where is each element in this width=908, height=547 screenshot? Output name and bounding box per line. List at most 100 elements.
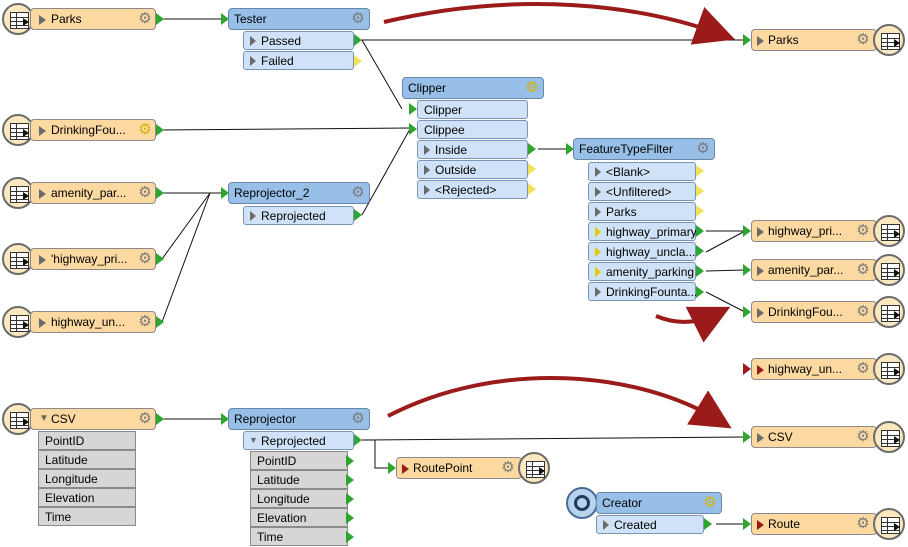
port-failed[interactable]: Failed <box>243 51 354 70</box>
writer-table-icon[interactable] <box>518 452 550 484</box>
gear-icon[interactable]: ⚙ <box>138 250 152 267</box>
expand-triangle-icon[interactable] <box>595 167 601 177</box>
input-port[interactable] <box>409 123 417 135</box>
output-port-unconnected[interactable] <box>354 55 362 67</box>
gear-icon[interactable]: ⚙ <box>856 261 870 278</box>
writer-route[interactable]: Route ⚙ <box>751 513 877 535</box>
output-port[interactable] <box>156 13 164 25</box>
reader-table-icon[interactable] <box>2 177 34 209</box>
gear-icon[interactable]: ⚙ <box>703 494 717 511</box>
expand-triangle-icon[interactable] <box>250 36 256 46</box>
output-port-unconnected[interactable] <box>528 163 536 175</box>
reader-drinking-fountains[interactable]: DrinkingFou... ⚙ <box>30 119 156 141</box>
output-port[interactable] <box>156 253 164 265</box>
expand-triangle-icon[interactable] <box>595 247 601 257</box>
output-port[interactable] <box>156 316 164 328</box>
output-port[interactable] <box>346 512 354 524</box>
port-created[interactable]: Created <box>596 515 704 534</box>
clipper-transformer[interactable]: Clipper ⚙ <box>402 77 544 99</box>
gear-icon[interactable]: ⚙ <box>525 79 539 96</box>
expand-triangle-icon[interactable] <box>424 145 430 155</box>
reader-amenity-parking[interactable]: amenity_par... ⚙ <box>30 182 156 204</box>
expand-triangle-icon[interactable] <box>603 520 609 530</box>
output-port[interactable] <box>696 286 704 298</box>
input-port[interactable] <box>743 34 751 46</box>
port-drinking-fountains[interactable]: DrinkingFounta... <box>588 282 697 301</box>
writer-table-icon[interactable] <box>873 421 905 453</box>
gear-icon[interactable]: ⚙ <box>351 10 365 27</box>
input-port[interactable] <box>743 264 751 276</box>
reader-parks[interactable]: Parks ⚙ <box>30 8 156 30</box>
input-port[interactable] <box>388 462 396 474</box>
reprojector-2-transformer[interactable]: Reprojector_2 ⚙ <box>228 182 370 204</box>
gear-icon[interactable]: ⚙ <box>856 428 870 445</box>
input-port-unconnected[interactable] <box>743 363 751 375</box>
expand-triangle-icon[interactable] <box>39 318 46 328</box>
expand-triangle-icon[interactable] <box>595 227 601 237</box>
expand-triangle-icon[interactable] <box>757 520 764 530</box>
input-port[interactable] <box>221 13 229 25</box>
writer-table-icon[interactable] <box>873 254 905 286</box>
output-port[interactable] <box>354 434 362 446</box>
writer-drinking-fountains[interactable]: DrinkingFou... ⚙ <box>751 301 877 323</box>
output-port[interactable] <box>346 474 354 486</box>
output-port-unconnected[interactable] <box>696 165 704 177</box>
expand-triangle-icon[interactable] <box>250 56 256 66</box>
writer-table-icon[interactable] <box>873 24 905 56</box>
output-port[interactable] <box>156 413 164 425</box>
port-reprojected[interactable]: Reprojected <box>243 206 354 225</box>
gear-icon[interactable]: ⚙ <box>138 10 152 27</box>
expand-triangle-icon[interactable] <box>402 464 409 474</box>
expand-triangle-icon[interactable] <box>39 189 46 199</box>
port-unfiltered[interactable]: <Unfiltered> <box>588 182 696 201</box>
reader-table-icon[interactable] <box>2 306 34 338</box>
expand-triangle-icon[interactable] <box>250 211 256 221</box>
gear-icon[interactable]: ⚙ <box>856 303 870 320</box>
collapse-triangle-icon[interactable]: ▼ <box>39 413 49 424</box>
port-rejected[interactable]: <Rejected> <box>417 180 528 199</box>
expand-triangle-icon[interactable] <box>424 185 430 195</box>
output-port[interactable] <box>346 455 354 467</box>
output-port[interactable] <box>156 124 164 136</box>
featuretypefilter-transformer[interactable]: FeatureTypeFilter ⚙ <box>573 138 715 160</box>
port-amenity-parking[interactable]: amenity_parking <box>588 262 696 281</box>
gear-icon[interactable]: ⚙ <box>856 222 870 239</box>
gear-icon[interactable]: ⚙ <box>138 410 152 427</box>
writer-amenity-parking[interactable]: amenity_par... ⚙ <box>751 259 877 281</box>
output-port[interactable] <box>354 209 362 221</box>
output-port[interactable] <box>696 245 704 257</box>
input-clippee[interactable]: Clippee <box>417 120 528 139</box>
input-port[interactable] <box>221 413 229 425</box>
gear-icon[interactable]: ⚙ <box>501 459 515 476</box>
input-port[interactable] <box>221 187 229 199</box>
output-port-unconnected[interactable] <box>696 205 704 217</box>
expand-triangle-icon[interactable] <box>424 165 430 175</box>
expand-triangle-icon[interactable] <box>757 266 764 276</box>
writer-csv[interactable]: CSV ⚙ <box>751 426 877 448</box>
expand-triangle-icon[interactable] <box>595 207 601 217</box>
port-parks[interactable]: Parks <box>588 202 696 221</box>
expand-triangle-icon[interactable] <box>595 187 601 197</box>
gear-icon[interactable]: ⚙ <box>351 410 365 427</box>
creator-transformer[interactable]: Creator ⚙ <box>596 492 722 514</box>
reader-highway-unclassified[interactable]: highway_un... ⚙ <box>30 311 156 333</box>
expand-triangle-icon[interactable] <box>595 287 601 297</box>
output-port[interactable] <box>696 265 704 277</box>
writer-table-icon[interactable] <box>873 296 905 328</box>
gear-icon[interactable]: ⚙ <box>696 140 710 157</box>
gear-icon[interactable]: ⚙ <box>138 121 152 138</box>
gear-icon[interactable]: ⚙ <box>138 184 152 201</box>
expand-triangle-icon[interactable] <box>39 255 46 265</box>
reader-table-icon[interactable] <box>2 3 34 35</box>
expand-triangle-icon[interactable] <box>757 227 764 237</box>
port-reprojected[interactable]: ▼ Reprojected <box>243 431 354 450</box>
reader-table-icon[interactable] <box>2 243 34 275</box>
port-outside[interactable]: Outside <box>417 160 528 179</box>
port-inside[interactable]: Inside <box>417 140 528 159</box>
expand-triangle-icon[interactable] <box>39 15 46 25</box>
output-port-unconnected[interactable] <box>528 183 536 195</box>
reader-csv[interactable]: ▼ CSV ⚙ <box>30 408 156 430</box>
gear-icon[interactable]: ⚙ <box>856 515 870 532</box>
port-blank[interactable]: <Blank> <box>588 162 696 181</box>
writer-highway-primary[interactable]: highway_pri... ⚙ <box>751 220 877 242</box>
